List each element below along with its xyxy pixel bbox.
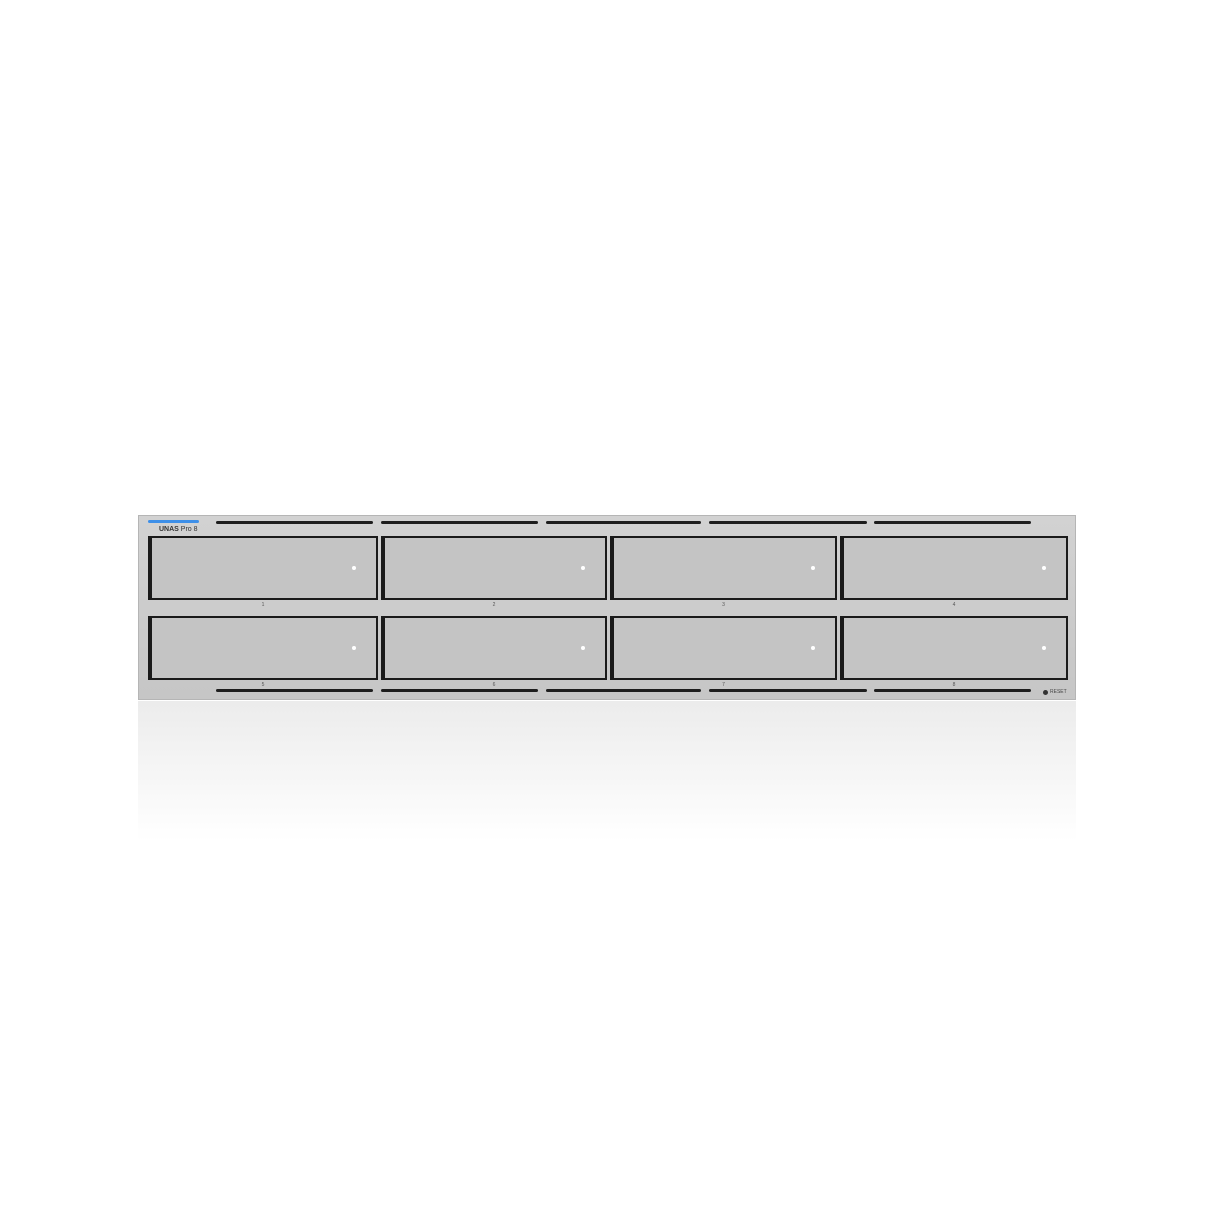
drive-bay-5[interactable] [148,616,378,680]
reset-button[interactable]: RESET [1043,689,1067,695]
drive-bay-4[interactable] [840,536,1068,600]
drive-led [811,566,815,570]
drive-led [811,646,815,650]
vent-slot [546,689,701,692]
drive-bay-7[interactable] [610,616,837,680]
vent-slot [216,689,373,692]
bay-number: 2 [492,602,496,608]
vent-slot [709,689,867,692]
model-name: Pro 8 [180,526,198,533]
drive-led [581,646,585,650]
bay-number: 3 [722,602,725,608]
vent-slot [874,689,1031,692]
drive-led [352,646,356,650]
bay-number: 1 [261,602,265,608]
nas-chassis: UNAS Pro 8 RESET 1 2 3 4 5 6 7 8 [138,515,1076,700]
vent-slot [709,521,867,524]
model-label: UNAS Pro 8 [159,526,198,533]
vent-slot [216,521,373,524]
bay-number: 6 [492,682,496,688]
bay-number: 5 [261,682,265,688]
drive-led [352,566,356,570]
reset-label: RESET [1050,689,1067,695]
vent-slot [381,689,538,692]
reset-icon [1043,689,1048,695]
drive-led [1042,566,1046,570]
drive-bay-1[interactable] [148,536,378,600]
drive-bay-2[interactable] [381,536,607,600]
vent-slot [546,521,701,524]
bay-number: 8 [952,682,956,688]
bay-number: 7 [722,682,725,688]
drive-bay-6[interactable] [381,616,607,680]
reflection [138,701,1076,841]
status-led [148,520,199,523]
drive-led [581,566,585,570]
drive-bay-8[interactable] [840,616,1068,680]
drive-bay-3[interactable] [610,536,837,600]
brand-name: UNAS [159,526,179,533]
bay-number: 4 [952,602,956,608]
drive-led [1042,646,1046,650]
vent-slot [381,521,538,524]
vent-slot [874,521,1031,524]
